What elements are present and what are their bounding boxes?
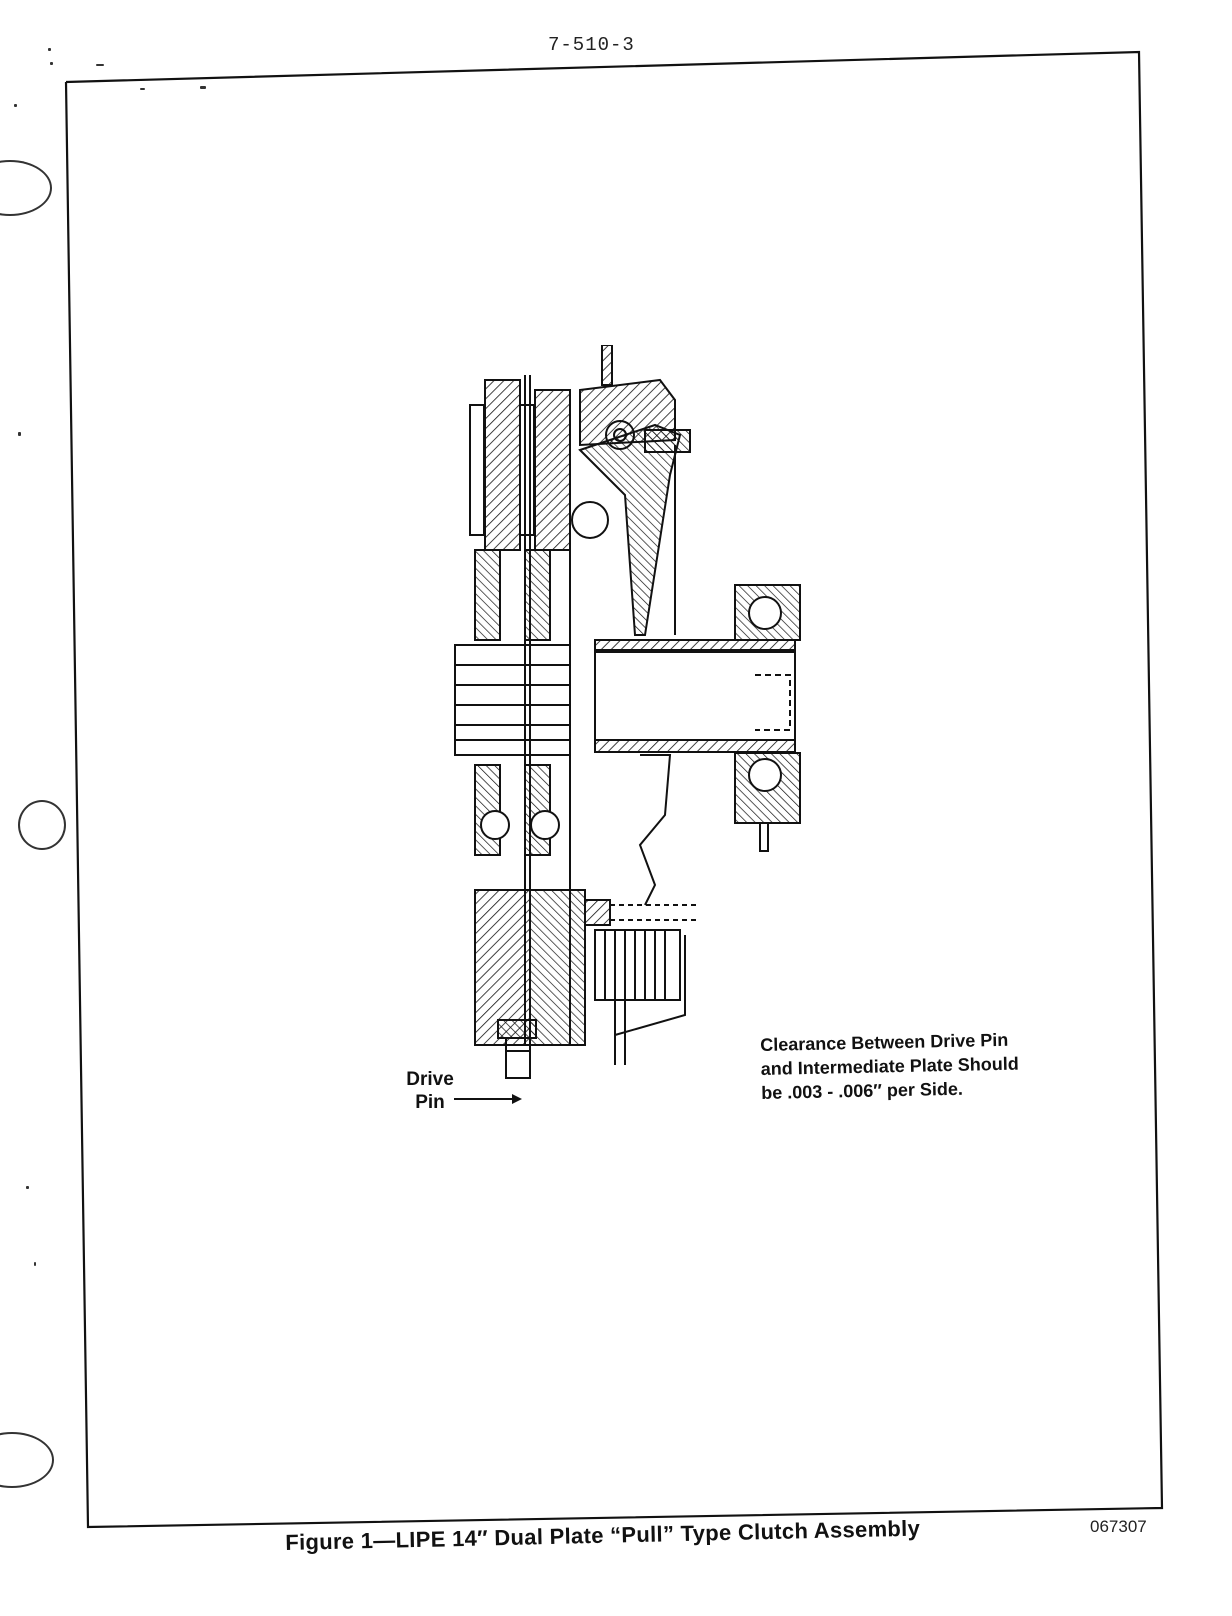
scan-speck — [50, 62, 53, 65]
drive-pin-label-line-2: Pin — [415, 1092, 445, 1113]
scan-speck — [200, 86, 206, 89]
punch-hole-top — [0, 160, 52, 216]
scan-speck — [34, 1262, 36, 1266]
page-border — [64, 50, 1164, 1529]
page-number: 7-510-3 — [548, 34, 635, 56]
punch-hole-middle — [18, 800, 66, 850]
clutch-cross-section-drawing — [454, 345, 801, 1079]
scan-speck — [140, 88, 145, 90]
figure-id: 067307 — [1090, 1517, 1147, 1536]
drive-pin-label-line-1: Drive — [406, 1069, 454, 1090]
punch-hole-bottom — [0, 1432, 54, 1488]
scan-speck — [14, 104, 17, 107]
drive-pin-arrow-icon — [454, 1094, 522, 1104]
drive-pin-label: Drive Pin — [398, 1068, 462, 1114]
scan-speck — [18, 432, 21, 436]
scan-speck — [48, 48, 51, 51]
clearance-note: Clearance Between Drive Pin and Intermed… — [760, 1026, 1091, 1105]
scan-speck — [96, 64, 104, 66]
scan-speck — [26, 1186, 29, 1189]
